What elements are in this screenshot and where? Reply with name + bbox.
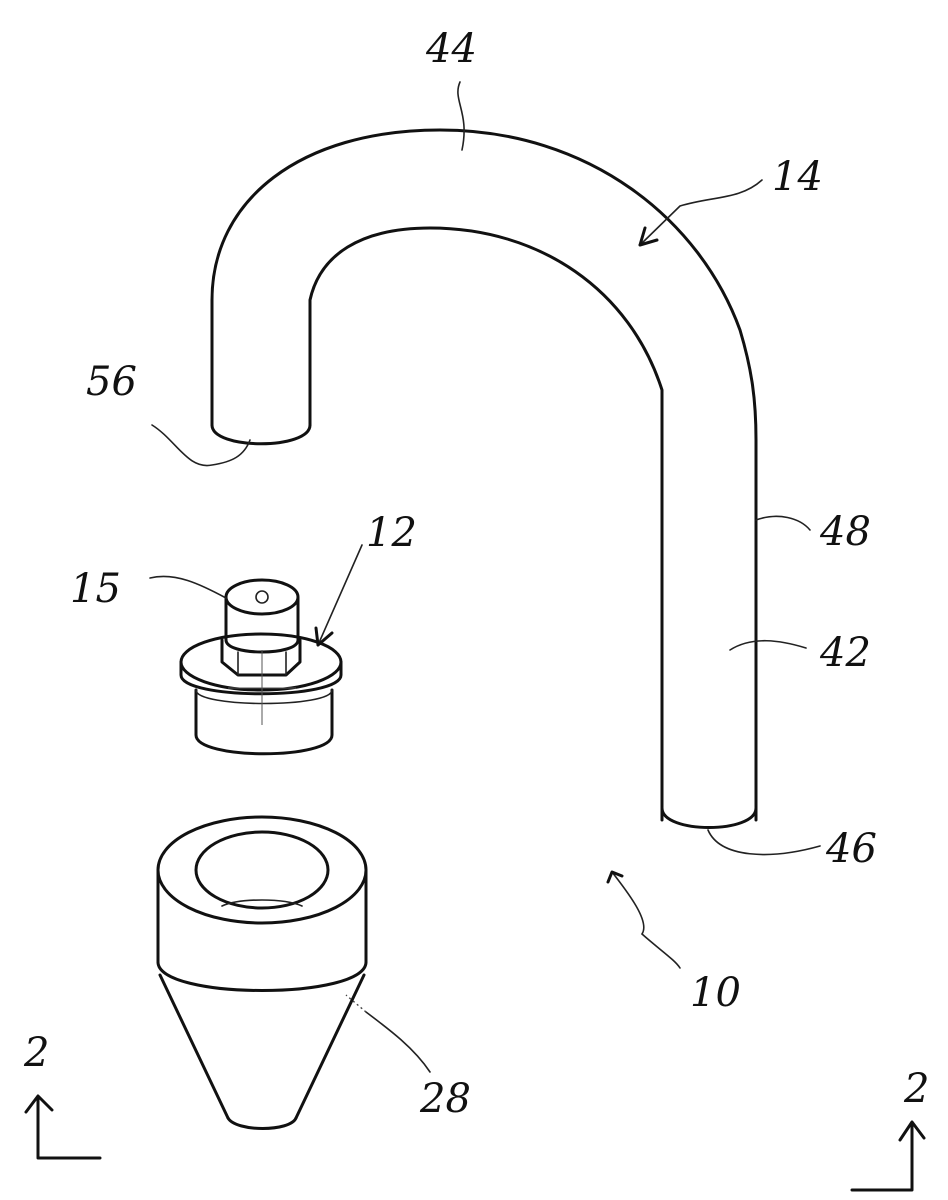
- leader-28: [365, 1011, 431, 1073]
- leader-10: [611, 871, 681, 969]
- nut-top: [224, 578, 300, 616]
- leader-42: [729, 639, 807, 651]
- bent-tube: [210, 128, 758, 829]
- leader-56: [151, 424, 251, 467]
- cup-inner-bore: [194, 830, 330, 910]
- label-44: 44: [425, 26, 477, 72]
- label-10: 10: [690, 970, 741, 1016]
- cap-axis-line: [228, 650, 296, 725]
- label-42: 42: [819, 630, 871, 676]
- tube-inner-outline: [308, 226, 664, 822]
- nut-hex-face: [237, 651, 287, 676]
- section-mark-left: [24, 1094, 102, 1160]
- arrowhead-10: [606, 870, 624, 884]
- label-46: 46: [825, 826, 877, 872]
- label-56: 56: [86, 359, 137, 405]
- label-48: 48: [819, 509, 871, 555]
- cup-shoulder-edge: [156, 960, 368, 992]
- long-leg-end-ellipse: [660, 806, 758, 829]
- arrowhead-14: [638, 226, 659, 247]
- nut-bore: [255, 590, 269, 604]
- arrowhead-12: [314, 626, 334, 647]
- cup-cone-wall: [158, 973, 366, 1120]
- leader-15: [149, 575, 227, 599]
- nut-hex: [220, 638, 302, 677]
- section-arrow-left: [24, 1094, 102, 1160]
- label-12: 12: [366, 510, 417, 556]
- cap-flange-rim: [179, 660, 343, 696]
- section-mark-right: [850, 1120, 926, 1192]
- leader-48: [755, 515, 811, 531]
- cap-assembly: [179, 578, 343, 756]
- cone-cup: [156, 815, 368, 1130]
- label-section-right: 2: [903, 1066, 929, 1112]
- leader-44: [457, 81, 465, 151]
- nut-cylinder: [224, 596, 300, 654]
- section-arrow-right: [850, 1120, 926, 1192]
- leader-46: [707, 829, 821, 856]
- cap-body-top-edge: [195, 689, 333, 705]
- leader-12: [317, 544, 363, 646]
- cup-inner-floor: [221, 899, 303, 907]
- label-28: 28: [419, 1076, 471, 1122]
- leader-14: [639, 179, 763, 246]
- labels: 44 14 56 48 42 46 15 12 10 28 2 2: [23, 26, 929, 1122]
- leader-28-dotted: [345, 994, 367, 1013]
- cap-body: [194, 688, 334, 756]
- short-leg-end-ellipse: [210, 423, 312, 446]
- cup-cylinder-wall: [156, 868, 368, 964]
- label-15: 15: [70, 566, 121, 612]
- leader-lines: [149, 81, 821, 1073]
- cup-tip: [226, 1116, 298, 1130]
- label-14: 14: [772, 154, 823, 200]
- label-section-left: 2: [23, 1030, 49, 1076]
- tube-outer-outline: [210, 128, 758, 822]
